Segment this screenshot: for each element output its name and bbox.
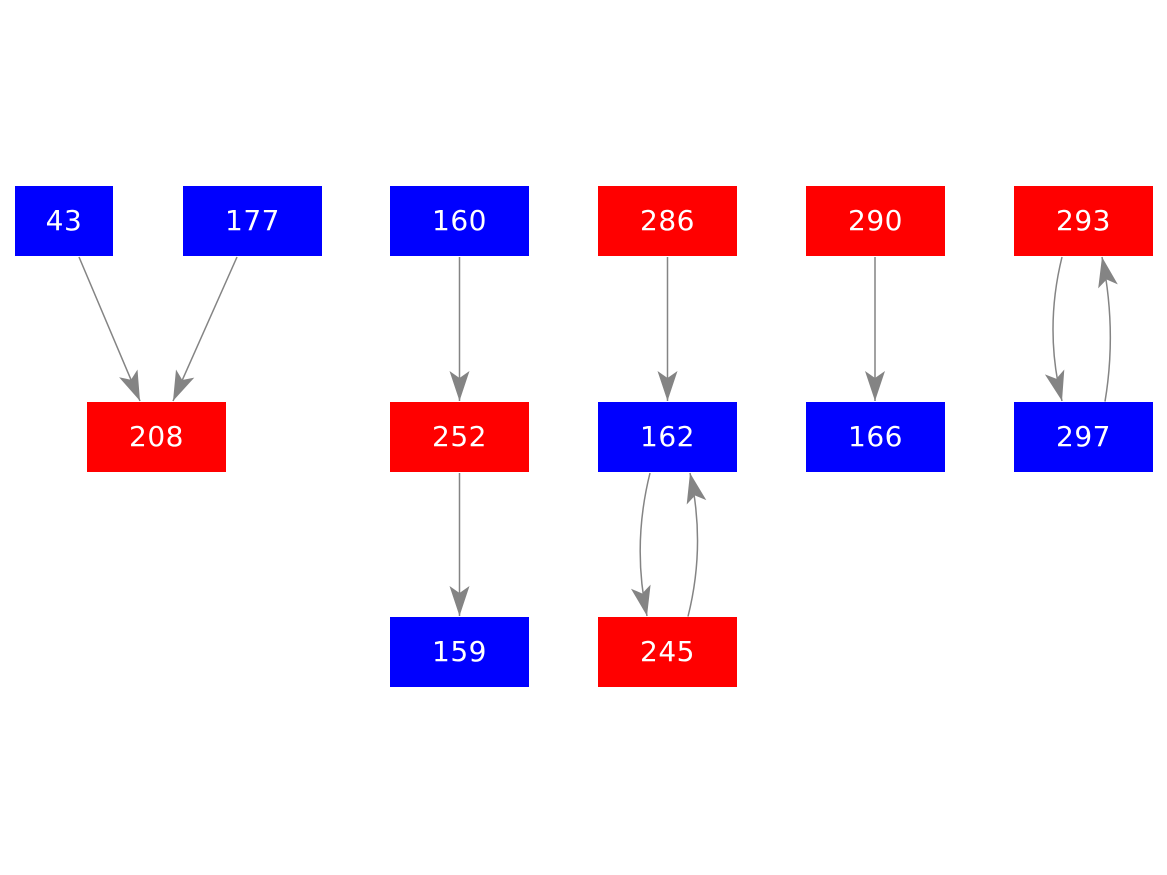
arrowhead-252-to-159: [449, 586, 470, 616]
node-label: 177: [225, 204, 280, 237]
node-245: 245: [598, 617, 737, 687]
arrowhead-162-to-245: [631, 584, 651, 616]
node-label: 162: [640, 420, 695, 453]
node-160: 160: [390, 186, 529, 256]
arrowhead-297-to-293: [1098, 257, 1118, 289]
node-label: 290: [848, 204, 903, 237]
node-286: 286: [598, 186, 737, 256]
arrowhead-286-to-162: [657, 371, 678, 401]
node-label: 252: [432, 420, 487, 453]
node-177: 177: [183, 186, 322, 256]
node-159: 159: [390, 617, 529, 687]
edge-177-to-208: [172, 256, 238, 402]
node-297: 297: [1014, 402, 1153, 472]
node-label: 166: [848, 420, 903, 453]
arrowhead-245-to-162: [686, 473, 707, 505]
node-label: 208: [129, 420, 184, 453]
node-162: 162: [598, 402, 737, 472]
node-label: 43: [45, 204, 83, 237]
node-label: 245: [640, 635, 695, 668]
arrowhead-290-to-166: [865, 371, 885, 401]
node-label: 293: [1056, 204, 1111, 237]
arrowhead-43-to-208: [119, 369, 140, 401]
node-166: 166: [806, 402, 945, 472]
node-label: 160: [432, 204, 487, 237]
arrowhead-177-to-208: [173, 369, 195, 401]
node-label: 297: [1056, 420, 1111, 453]
arrowhead-160-to-252: [449, 371, 470, 401]
node-208: 208: [87, 402, 226, 472]
node-252: 252: [390, 402, 529, 472]
node-43: 43: [15, 186, 113, 256]
edge-43-to-208: [78, 256, 141, 402]
node-label: 286: [640, 204, 695, 237]
node-293: 293: [1014, 186, 1153, 256]
node-290: 290: [806, 186, 945, 256]
node-label: 159: [432, 635, 487, 668]
arrowhead-293-to-297: [1044, 369, 1065, 401]
